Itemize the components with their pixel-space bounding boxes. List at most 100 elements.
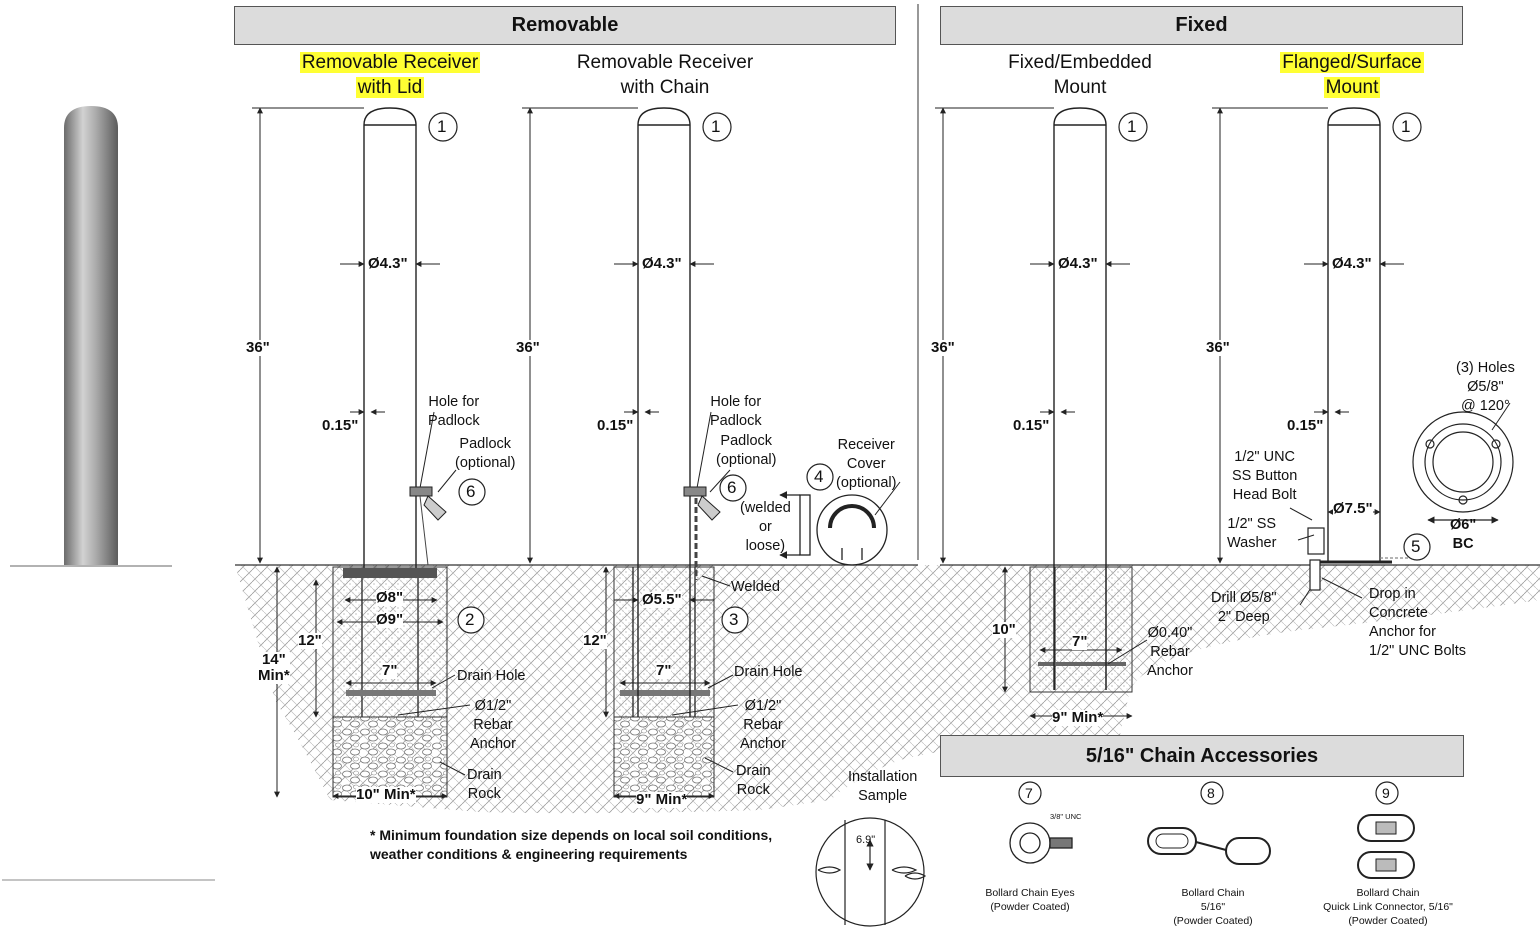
label-drill: Drill Ø5/8"2" Deep	[1211, 589, 1277, 627]
footnote-line: * Minimum foundation size depends on loc…	[370, 827, 773, 843]
label-padlock-optional: Padlock(optional)	[716, 432, 776, 470]
label-line: Padlock	[428, 413, 480, 429]
title-line: Removable Receiver	[576, 52, 754, 73]
dim-height: 36"	[1206, 339, 1230, 356]
foundation-2	[613, 566, 715, 798]
callout-1: 1	[1127, 117, 1137, 136]
label-line: Padlock	[720, 433, 773, 449]
label-line: (3) Holes	[1456, 360, 1515, 376]
label-line: 1/2" UNC	[1234, 449, 1296, 465]
height-dimensions	[252, 107, 1328, 564]
callout-6: 6	[466, 482, 476, 501]
caption-line: Bollard Chain Eyes	[985, 887, 1075, 899]
callout-5: 5	[1411, 537, 1421, 556]
label-line: Rebar	[743, 717, 783, 733]
callout-9: 9	[1382, 785, 1390, 801]
label-line: Anchor	[1147, 663, 1193, 679]
label-line: Ø1/2"	[744, 698, 782, 714]
dim-d55: Ø5.5"	[642, 591, 682, 608]
label-line: (welded	[740, 500, 791, 516]
caption-line: Bollard Chain	[1181, 887, 1245, 899]
label-line: Hole for	[428, 394, 480, 410]
dim-diameter: Ø4.3"	[642, 255, 682, 272]
label-line: Cover	[846, 456, 886, 472]
header-accessories: 5/16" Chain Accessories	[940, 735, 1464, 777]
dim-diameter: Ø4.3"	[1332, 255, 1372, 272]
label-line: Washer	[1227, 535, 1277, 551]
padlock-1	[409, 486, 447, 566]
foundation-1	[332, 566, 448, 798]
label-line: 2" Deep	[1217, 609, 1270, 625]
padlock-2	[683, 486, 721, 580]
dim-d14-value: 14"	[261, 651, 286, 668]
label-line: Anchor	[740, 736, 786, 752]
title-flanged-surface: Flanged/Surface Mount	[1262, 50, 1442, 100]
title-line: Flanged/Surface	[1280, 52, 1424, 73]
dim-d10: 10"	[992, 621, 1016, 638]
quick-link-part	[1357, 814, 1415, 879]
bollard-outline-4	[1318, 107, 1392, 564]
callout-2: 2	[465, 610, 475, 629]
dim-min9: 9" Min*	[636, 791, 688, 808]
dim-d12: 12"	[298, 632, 322, 649]
callout-6: 6	[727, 478, 737, 497]
label-line: Sample	[858, 788, 908, 804]
label-line: 1/2" UNC Bolts	[1369, 643, 1467, 659]
dim-height: 36"	[246, 339, 270, 356]
dim-d7: 7"	[382, 662, 398, 679]
title-fixed-embedded: Fixed/Embedded Mount	[985, 50, 1175, 100]
dim-height: 36"	[931, 339, 955, 356]
label-unc-thread: 3/8" UNC	[1050, 812, 1082, 821]
label-line: (optional)	[836, 475, 897, 491]
caption-line: 5/16"	[1200, 901, 1226, 913]
label-line: Concrete	[1369, 605, 1428, 621]
label-padlock-optional: Padlock (optional)	[455, 435, 515, 473]
dim-height: 36"	[516, 339, 540, 356]
installation-sample	[815, 817, 927, 927]
title-line: Mount	[1053, 77, 1107, 98]
caption-line: (Powder Coated)	[1173, 915, 1253, 927]
title-line: with Chain	[620, 77, 710, 98]
label-line: Padlock	[710, 413, 762, 429]
bollard-outline-2	[637, 107, 691, 717]
caption-line: (Powder Coated)	[990, 901, 1070, 913]
bollard-outline-3	[1053, 107, 1107, 690]
callout-4: 4	[814, 467, 824, 486]
receiver-cover	[779, 491, 888, 566]
label-line: Padlock	[459, 436, 512, 452]
label-line: Installation	[848, 769, 918, 785]
header-removable: Removable	[234, 6, 896, 45]
dim-wall: 0.15"	[597, 417, 634, 434]
label-line: Hole for	[710, 394, 762, 410]
callout-1: 1	[1401, 117, 1411, 136]
bollard-illustration	[2, 106, 215, 881]
label-drain-hole: Drain Hole	[734, 664, 803, 680]
label-line: Drain	[736, 763, 771, 779]
label-line: Rebar	[1150, 644, 1190, 660]
label-line: Ø5/8"	[1467, 379, 1504, 395]
caption-chain-eyes: Bollard Chain Eyes (Powder Coated)	[975, 886, 1085, 914]
dim-diameter: Ø4.3"	[1058, 255, 1098, 272]
chain-eye-part	[1009, 822, 1073, 864]
title-line: Fixed/Embedded	[1008, 52, 1152, 73]
label-drain-hole: Drain Hole	[457, 668, 526, 684]
label-line: Drop in	[1369, 586, 1416, 602]
label-line: Rock	[467, 786, 501, 802]
diameter-arrows	[340, 261, 1404, 415]
label-line: Anchor	[470, 736, 516, 752]
foundation-footnote: * Minimum foundation size depends on loc…	[370, 826, 772, 864]
dim-d7: 7"	[1072, 633, 1088, 650]
label-welded: Welded	[731, 579, 780, 595]
label-line: (optional)	[455, 455, 516, 471]
